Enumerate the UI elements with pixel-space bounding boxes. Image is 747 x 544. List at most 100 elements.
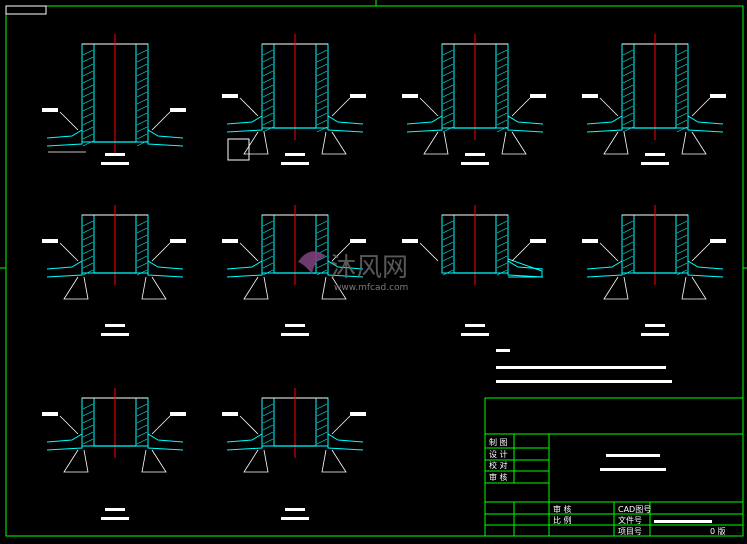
wall-hatch <box>262 248 274 255</box>
wall-hatch <box>676 269 688 276</box>
wall-hatch <box>496 112 508 119</box>
wall-hatch <box>136 63 148 70</box>
wall-hatch <box>676 91 688 98</box>
bottom-left-label-1: 审 核 <box>553 504 572 514</box>
detail-scale <box>101 333 129 336</box>
right-slab <box>327 115 364 133</box>
wall-hatch <box>262 49 274 56</box>
wall-hatch <box>442 220 454 227</box>
wall-hatch <box>676 63 688 70</box>
wall-hatch <box>496 70 508 77</box>
wall-hatch <box>316 431 328 438</box>
detail-scale <box>281 333 309 336</box>
wall-hatch <box>676 241 688 248</box>
wall-hatch <box>622 262 634 269</box>
wall-hatch <box>136 91 148 98</box>
wall-hatch <box>136 410 148 417</box>
wall-hatch <box>622 98 634 105</box>
wall-hatch <box>676 220 688 227</box>
wall-hatch <box>496 269 508 276</box>
right-wall <box>315 397 329 447</box>
wall-hatch <box>262 119 274 126</box>
left-leader <box>59 242 79 262</box>
right-slab <box>687 260 724 278</box>
left-leader <box>599 242 619 262</box>
wall-hatch <box>316 63 328 70</box>
left-weld-wedge <box>243 131 269 155</box>
wall-hatch <box>496 98 508 105</box>
right-leader-tag <box>350 94 366 98</box>
sheet-version: 0 版 <box>710 526 726 536</box>
wall-hatch <box>316 70 328 77</box>
wall-hatch <box>262 126 274 133</box>
wall-hatch <box>316 105 328 112</box>
right-weld-wedge <box>681 131 707 155</box>
wall-hatch <box>676 227 688 234</box>
wall-hatch <box>136 119 148 126</box>
wall-hatch <box>442 241 454 248</box>
detail-scale <box>281 517 309 520</box>
left-slab <box>586 260 623 278</box>
reference-box <box>227 138 250 161</box>
wall-hatch <box>136 234 148 241</box>
bottom-left-label-2: 比 例 <box>553 515 572 525</box>
right-slab <box>327 260 364 278</box>
left-slab <box>46 433 83 451</box>
wall-hatch <box>496 262 508 269</box>
left-slab <box>226 115 263 133</box>
wall-hatch <box>442 98 454 105</box>
notes <box>496 349 672 383</box>
right-slab <box>147 433 184 451</box>
wall-hatch <box>82 227 94 234</box>
wall-hatch <box>622 220 634 227</box>
wall-hatch <box>676 255 688 262</box>
wall-hatch <box>82 248 94 255</box>
wall-hatch <box>622 126 634 133</box>
wall-hatch <box>82 417 94 424</box>
wall-hatch <box>622 49 634 56</box>
wall-hatch <box>136 112 148 119</box>
wall-hatch <box>496 63 508 70</box>
wall-hatch <box>496 126 508 133</box>
right-leader <box>331 415 351 435</box>
left-weld-wedge <box>243 276 269 300</box>
right-leader-tag <box>350 239 366 243</box>
watermark-logo <box>298 251 326 274</box>
wall-hatch <box>82 112 94 119</box>
right-leader <box>331 97 351 117</box>
left-slab <box>406 115 443 133</box>
wall-hatch <box>676 112 688 119</box>
wall-hatch <box>262 112 274 119</box>
left-weld-wedge <box>423 131 449 155</box>
wall-hatch <box>442 91 454 98</box>
detail-title <box>105 508 125 511</box>
wall-hatch <box>676 70 688 77</box>
wall-hatch <box>676 234 688 241</box>
left-wall <box>261 397 275 447</box>
wall-hatch <box>316 234 328 241</box>
wall-hatch <box>262 262 274 269</box>
wall-hatch <box>262 56 274 63</box>
wall-hatch <box>82 63 94 70</box>
right-leader-tag <box>170 239 186 243</box>
left-weld-wedge <box>603 276 629 300</box>
left-leader <box>419 97 439 117</box>
wall-hatch <box>496 105 508 112</box>
wall-hatch <box>496 234 508 241</box>
wall-hatch <box>82 98 94 105</box>
wall-hatch <box>622 91 634 98</box>
drawing-border <box>5 5 744 537</box>
wall-hatch <box>316 424 328 431</box>
wall-hatch <box>316 255 328 262</box>
wall-hatch <box>496 241 508 248</box>
detail-title <box>465 324 485 327</box>
wall-hatch <box>442 126 454 133</box>
right-leader-tag <box>710 94 726 98</box>
left-leader <box>59 111 79 131</box>
wall-hatch <box>676 77 688 84</box>
right-wall <box>135 397 149 447</box>
right-leader <box>151 111 171 131</box>
wall-hatch <box>82 126 94 133</box>
right-leader <box>511 97 531 117</box>
wall-hatch <box>622 77 634 84</box>
